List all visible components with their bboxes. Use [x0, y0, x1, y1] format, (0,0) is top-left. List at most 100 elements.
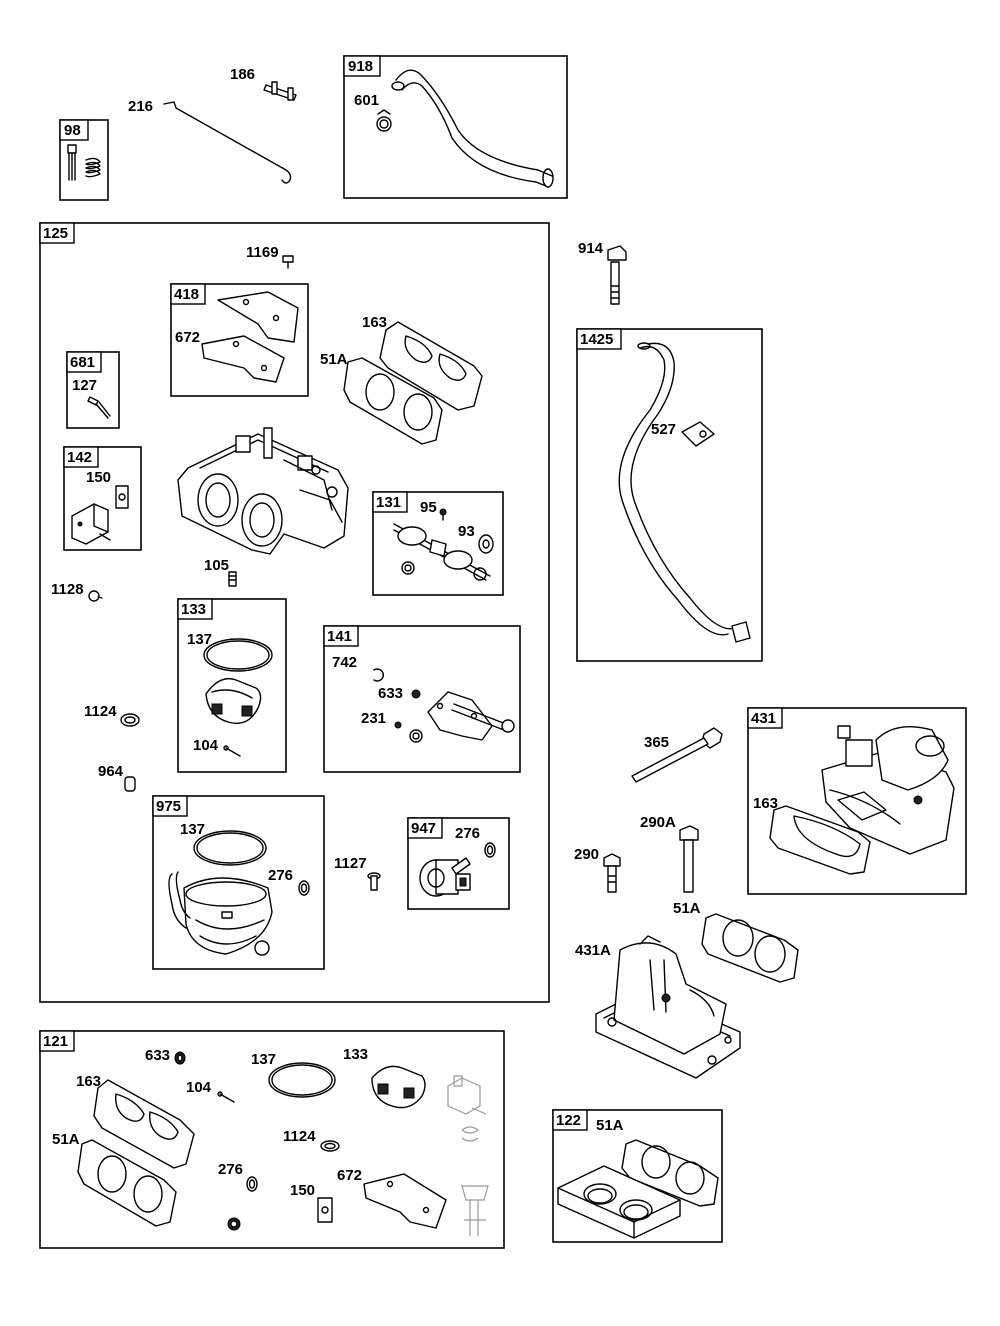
link-rod-216-part — [163, 101, 292, 184]
label-290A: 290A — [640, 814, 676, 831]
manifold-431A-part — [595, 935, 741, 1079]
oring-137-c-part — [268, 1062, 336, 1098]
label-95: 95 — [420, 499, 437, 516]
kit-121: 121 633 137 133 163 104 — [39, 1030, 505, 1249]
plug-964-part — [124, 776, 136, 792]
screw-95-part — [439, 508, 447, 521]
label-163-a: 163 — [362, 314, 387, 331]
label-51A-a: 51A — [320, 351, 348, 368]
label-1169: 1169 — [246, 244, 279, 261]
pin-104-a-part — [223, 745, 241, 757]
label-137-c: 137 — [251, 1051, 276, 1068]
choke-shaft-ghost-part — [461, 1185, 489, 1236]
seal-121-part — [227, 1217, 241, 1231]
bolt-290A-part — [679, 825, 699, 893]
kit-1425-number: 1425 — [580, 331, 613, 348]
seal-131-part — [401, 561, 415, 575]
needle-127-part — [87, 396, 111, 419]
kit-431-number: 431 — [751, 710, 776, 727]
kit-141: 141 742 633 231 — [323, 625, 521, 773]
kit-681: 681 127 — [66, 351, 120, 429]
hose-918-part — [391, 69, 554, 188]
gasket-163-b-part — [769, 805, 871, 875]
label-104-a: 104 — [193, 737, 219, 754]
label-104-b: 104 — [186, 1079, 212, 1096]
spacer-122-part — [557, 1165, 681, 1239]
kit-131-number: 131 — [376, 494, 401, 511]
label-365: 365 — [644, 734, 669, 751]
kit-142-number: 142 — [67, 449, 92, 466]
label-150-b: 150 — [290, 1182, 315, 1199]
washer-1124-b-part — [320, 1140, 340, 1152]
label-431A: 431A — [575, 942, 611, 959]
gasket-plate-672-b-part — [363, 1173, 447, 1229]
kit-133: 133 137 104 — [177, 598, 287, 773]
label-527: 527 — [651, 421, 676, 438]
intake-adapter-431-part — [821, 725, 955, 855]
label-163-c: 163 — [76, 1073, 101, 1090]
oring-137-a-part — [203, 638, 273, 672]
kit-142: 142 150 — [63, 446, 142, 551]
label-51A-c: 51A — [52, 1131, 80, 1148]
bushing-93-part — [478, 534, 494, 554]
label-186: 186 — [230, 66, 255, 83]
label-633-a: 633 — [378, 685, 403, 702]
label-105: 105 — [204, 557, 229, 574]
float-133-part — [205, 677, 262, 725]
kit-125: 125 — [39, 222, 550, 1003]
kit-918: 918 601 — [343, 55, 568, 199]
kit-418-number: 418 — [174, 286, 199, 303]
kit-98: 98 — [59, 119, 109, 201]
clamp-601-part — [376, 109, 392, 132]
kit-975-number: 975 — [156, 798, 181, 815]
screw-1128-part — [88, 590, 103, 602]
kit-1425: 1425 527 — [576, 328, 763, 662]
fuel-line-1425-part — [618, 342, 751, 643]
label-672-a: 672 — [175, 329, 200, 346]
kit-122-number: 122 — [556, 1112, 581, 1129]
kit-141-number: 141 — [327, 628, 352, 645]
gasket-plate-672-part — [201, 291, 299, 383]
pin-186-part — [263, 81, 297, 101]
label-216: 216 — [128, 98, 153, 115]
label-231: 231 — [361, 710, 386, 727]
label-51A-b: 51A — [673, 900, 701, 917]
gasket-51A-c-part — [77, 1139, 177, 1227]
kit-131: 131 95 93 — [372, 491, 504, 596]
kit-918-number: 918 — [348, 58, 373, 75]
gasket-51A-d-part — [621, 1139, 719, 1207]
choke-shaft-141-part — [427, 691, 515, 741]
label-290: 290 — [574, 846, 599, 863]
label-964: 964 — [98, 763, 124, 780]
label-633-b: 633 — [145, 1047, 170, 1064]
kit-121-number: 121 — [43, 1033, 68, 1050]
label-93: 93 — [458, 523, 475, 540]
label-150-a: 150 — [86, 469, 111, 486]
label-601: 601 — [354, 92, 379, 109]
gasket-51A-a-part — [343, 357, 443, 445]
clip-ghost-part — [461, 1126, 480, 1142]
washer-1124-a-part — [120, 713, 140, 727]
oring-137-b-part — [193, 830, 267, 866]
washer-633-a-part — [411, 689, 421, 699]
label-163-b: 163 — [753, 795, 778, 812]
label-276-b: 276 — [455, 825, 480, 842]
solenoid-947-part — [419, 857, 471, 897]
float-bowl-975-part — [168, 871, 273, 956]
solenoid-ghost-part — [447, 1075, 487, 1115]
label-672-b: 672 — [337, 1167, 362, 1184]
seal-141-part — [409, 729, 423, 743]
kit-125-number: 125 — [43, 225, 68, 242]
screw-1127-part — [367, 872, 381, 891]
screw-spring-part — [67, 144, 101, 181]
kit-122: 122 51A — [552, 1109, 723, 1243]
gasket-163-c-part — [93, 1079, 195, 1169]
throttle-shaft-131-part — [393, 523, 491, 581]
screw-105-part — [228, 571, 237, 587]
washer-276-b-part — [484, 842, 496, 858]
label-276-a: 276 — [268, 867, 293, 884]
label-1124-b: 1124 — [283, 1128, 316, 1145]
carburetor-body-part — [177, 427, 349, 555]
clip-527-part — [681, 421, 715, 447]
